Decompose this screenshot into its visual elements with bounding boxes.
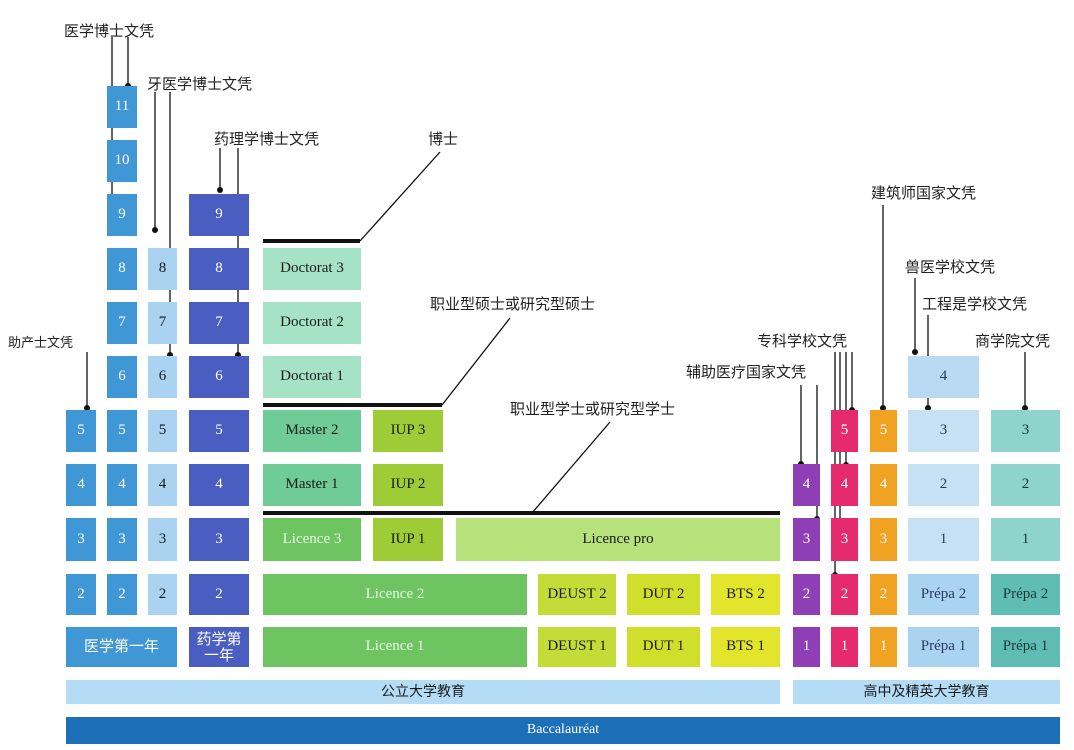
iup-1: IUP 1 <box>373 518 443 561</box>
business-year-1: 1 <box>991 518 1060 561</box>
licence-2: Licence 2 <box>263 574 527 615</box>
business-prepa-2: Prépa 2 <box>991 574 1060 615</box>
engineering-year-1: 1 <box>908 518 979 561</box>
label-business: 商学院文凭 <box>975 332 1051 350</box>
baccalaureat-bar: Baccalauréat <box>66 717 1060 744</box>
specialty-year-3: 3 <box>831 518 858 561</box>
label-bachelor: 职业型学士或研究型学士 <box>510 400 676 418</box>
label-master: 职业型硕士或研究型硕士 <box>430 295 596 313</box>
leader-bachelor <box>531 421 611 514</box>
specialty-year-5: 5 <box>831 410 858 452</box>
specialty-year-4: 4 <box>831 464 858 506</box>
doctorat-3: Doctorat 3 <box>263 248 361 290</box>
master-1: Master 1 <box>263 464 361 506</box>
iup-2: IUP 2 <box>373 464 443 506</box>
label-specialty-school: 专科学校文凭 <box>757 332 848 350</box>
business-prepa-1: Prépa 1 <box>991 627 1060 667</box>
midwife-year-2: 2 <box>66 574 96 615</box>
engineering-year-2: 2 <box>908 464 979 506</box>
engineering-year-3: 3 <box>908 410 979 452</box>
specialty-year-2: 2 <box>831 574 858 615</box>
midwife-year-5: 5 <box>66 410 96 452</box>
dental-year-2: 2 <box>148 574 177 615</box>
deust-1: DEUST 1 <box>538 627 616 667</box>
doctorat-2: Doctorat 2 <box>263 302 361 344</box>
public-university-bar: 公立大学教育 <box>66 680 780 704</box>
medicine-year-11: 11 <box>107 86 137 128</box>
label-dental-doctor: 牙医学博士文凭 <box>147 75 253 93</box>
medicine-year-5: 5 <box>107 410 137 452</box>
dental-year-3: 3 <box>148 518 177 561</box>
medicine-year-9: 9 <box>107 194 137 236</box>
business-year-3: 3 <box>991 410 1060 452</box>
medicine-year-8: 8 <box>107 248 137 290</box>
doctorat-1: Doctorat 1 <box>263 356 361 398</box>
medicine-year-10: 10 <box>107 140 137 182</box>
pharmacy-year-2: 2 <box>189 574 249 615</box>
midwife-year-3: 3 <box>66 518 96 561</box>
label-medicine-doctor: 医学博士文凭 <box>64 22 155 40</box>
bts-2: BTS 2 <box>711 574 780 615</box>
licence-3: Licence 3 <box>263 518 361 561</box>
paramedical-year-2: 2 <box>793 574 820 615</box>
medicine-year-2: 2 <box>107 574 137 615</box>
pharmacy-year-3: 3 <box>189 518 249 561</box>
licence-1: Licence 1 <box>263 627 527 667</box>
dental-year-5: 5 <box>148 410 177 452</box>
pharmacy-year-5: 5 <box>189 410 249 452</box>
pharmacy-year-9: 9 <box>189 194 249 236</box>
veterinary-year-4: 4 <box>908 356 979 398</box>
engineering-prepa-2: Prépa 2 <box>908 574 979 615</box>
dental-year-7: 7 <box>148 302 177 344</box>
specialty-year-1: 1 <box>831 627 858 667</box>
label-engineering: 工程是学校文凭 <box>922 295 1028 313</box>
label-midwife: 助产士文凭 <box>8 336 74 351</box>
leader-doctor <box>359 151 441 242</box>
engineering-prepa-1: Prépa 1 <box>908 627 979 667</box>
dental-year-8: 8 <box>148 248 177 290</box>
label-pharmacy-doctor: 药理学博士文凭 <box>214 130 320 148</box>
medicine-year-6: 6 <box>107 356 137 398</box>
business-year-2: 2 <box>991 464 1060 506</box>
pharmacy-first-year: 药学第一年 <box>189 627 249 667</box>
paramedical-year-4: 4 <box>793 464 820 506</box>
master-2: Master 2 <box>263 410 361 452</box>
pharmacy-year-7: 7 <box>189 302 249 344</box>
label-architecture: 建筑师国家文凭 <box>871 184 977 202</box>
paramedical-year-3: 3 <box>793 518 820 561</box>
dental-year-4: 4 <box>148 464 177 506</box>
midwife-year-4: 4 <box>66 464 96 506</box>
elite-education-bar: 高中及精英大学教育 <box>793 680 1060 704</box>
paramedical-year-1: 1 <box>793 627 820 667</box>
dental-year-6: 6 <box>148 356 177 398</box>
iup-3: IUP 3 <box>373 410 443 452</box>
medicine-year-4: 4 <box>107 464 137 506</box>
pharmacy-year-8: 8 <box>189 248 249 290</box>
leader-master <box>441 317 511 406</box>
dut-2: DUT 2 <box>627 574 700 615</box>
deust-2: DEUST 2 <box>538 574 616 615</box>
dut-1: DUT 1 <box>627 627 700 667</box>
architecture-year-1: 1 <box>870 627 897 667</box>
label-veterinary: 兽医学校文凭 <box>905 258 996 276</box>
licence-pro: Licence pro <box>456 518 780 561</box>
medicine-year-3: 3 <box>107 518 137 561</box>
architecture-year-2: 2 <box>870 574 897 615</box>
medicine-first-year: 医学第一年 <box>66 627 177 667</box>
pharmacy-year-6: 6 <box>189 356 249 398</box>
architecture-year-4: 4 <box>870 464 897 506</box>
label-paramedical: 辅助医疗国家文凭 <box>686 363 807 381</box>
pharmacy-year-4: 4 <box>189 464 249 506</box>
bts-1: BTS 1 <box>711 627 780 667</box>
architecture-year-5: 5 <box>870 410 897 452</box>
architecture-year-3: 3 <box>870 518 897 561</box>
medicine-year-7: 7 <box>107 302 137 344</box>
label-doctor: 博士 <box>428 130 459 148</box>
